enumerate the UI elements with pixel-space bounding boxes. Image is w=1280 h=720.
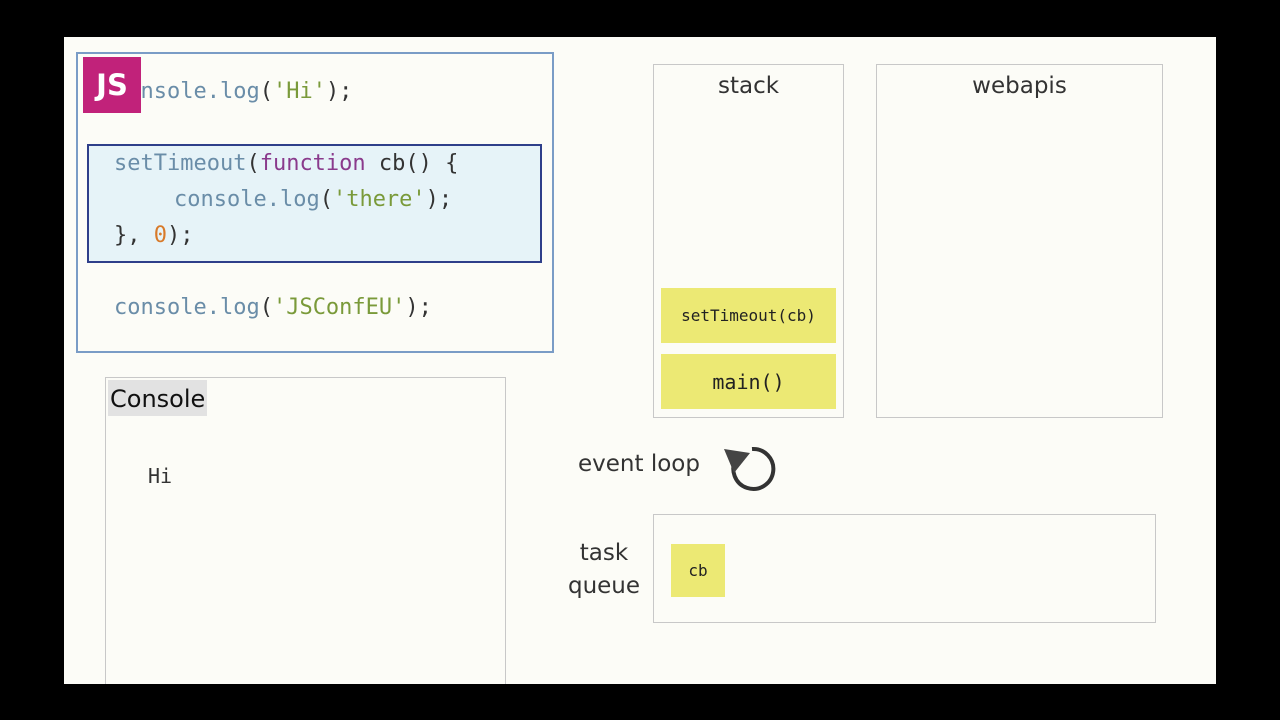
code-token: console.log <box>114 295 260 320</box>
code-line-3: console.log('there'); <box>174 182 452 218</box>
code-token: }, <box>114 223 154 248</box>
task-queue-panel: cb <box>653 514 1156 623</box>
code-token: 'Hi' <box>272 79 326 104</box>
console-output-line: Hi <box>148 464 173 488</box>
webapis-panel: webapis <box>876 64 1163 418</box>
refresh-loop-icon <box>724 446 776 491</box>
queued-callback: cb <box>671 544 725 597</box>
code-token: ); <box>325 79 353 104</box>
code-token: 'there' <box>332 187 426 212</box>
stack-frame-main: main() <box>661 354 836 409</box>
stack-title: stack <box>717 73 780 99</box>
code-token: ); <box>167 223 194 248</box>
code-token: ( <box>319 187 333 212</box>
task-queue-label: task queue <box>564 537 644 603</box>
code-token: cb() { <box>365 151 459 176</box>
code-token: setTimeout <box>114 151 247 176</box>
code-line-4: }, 0); <box>114 218 194 254</box>
event-loop-label: event loop <box>578 451 700 477</box>
js-logo: JS <box>83 57 141 113</box>
code-line-2: setTimeout(function cb() { <box>114 146 458 182</box>
slide: JS console.log('Hi'); setTimeout(functio… <box>64 37 1216 684</box>
stack-frame-settimeout: setTimeout(cb) <box>661 288 836 343</box>
console-title: Console <box>108 380 208 416</box>
webapis-title: webapis <box>972 73 1067 99</box>
code-token: ( <box>259 79 273 104</box>
code-token: 'JSConfEU' <box>272 295 406 320</box>
call-stack-panel: stack setTimeout(cb) main() <box>653 64 844 418</box>
task-queue-label-line2: queue <box>567 573 641 599</box>
code-token: 0 <box>153 223 167 248</box>
code-token: ( <box>259 295 273 320</box>
code-token: ( <box>246 151 260 176</box>
code-token: console.log <box>174 187 320 212</box>
console-panel: Console Hi <box>105 377 506 684</box>
code-token: ); <box>425 187 453 212</box>
code-token: ); <box>405 295 432 320</box>
code-token: function <box>259 151 366 176</box>
task-queue-label-line1: task <box>579 540 629 566</box>
code-line-1: console.log('Hi'); <box>114 74 352 110</box>
code-panel: JS console.log('Hi'); setTimeout(functio… <box>76 52 554 353</box>
current-statement-highlight <box>87 144 542 263</box>
code-line-5: console.log('JSConfEU'); <box>114 290 432 326</box>
